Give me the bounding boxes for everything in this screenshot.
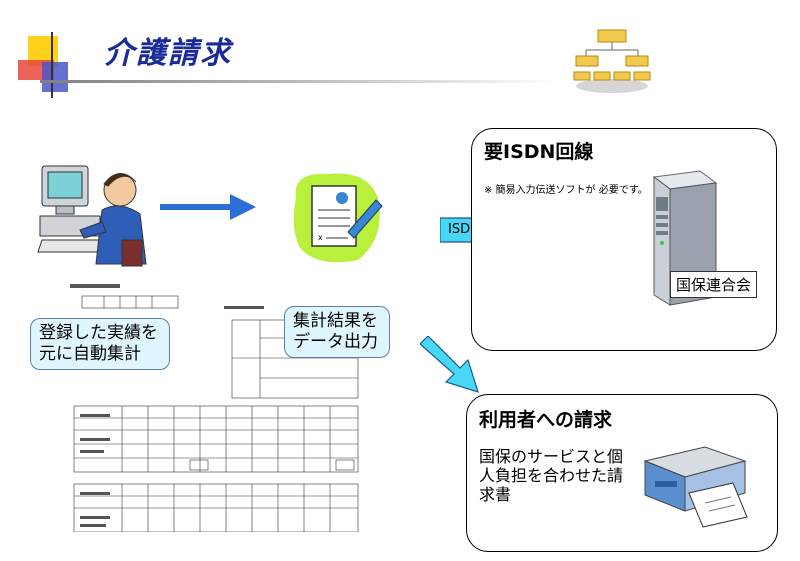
isdn-note: ※ 簡易入力伝送ソフトが 必要です。	[484, 185, 648, 196]
org-chart-icon	[573, 29, 651, 93]
billing-panel: 利用者への請求 国保のサービスと個人負担を合わせた請求書	[466, 394, 778, 552]
auto-aggregate-callout: 登録した実績を元に自動集計	[30, 318, 170, 370]
down-right-arrow-icon	[420, 336, 479, 393]
isdn-panel-title: 要ISDN回線	[484, 141, 594, 163]
svg-text:x: x	[318, 233, 323, 242]
invoice-form	[70, 284, 359, 532]
server-label: 国保連合会	[670, 271, 758, 298]
person-computer-icon	[37, 165, 147, 267]
printer-icon	[643, 446, 748, 528]
billing-text: 国保のサービスと個人負担を合わせた請求書	[479, 447, 624, 504]
title-divider	[40, 80, 560, 83]
document-pen-icon: x	[293, 173, 383, 263]
page-title: 介護請求	[104, 36, 232, 71]
right-arrow-icon	[160, 194, 256, 220]
corner-decoration	[18, 32, 78, 102]
billing-panel-title: 利用者への請求	[479, 409, 613, 431]
data-output-callout: 集計結果をデータ出力	[284, 306, 390, 358]
isdn-panel: 要ISDN回線 ※ 簡易入力伝送ソフトが 必要です。 国保連合会	[471, 128, 777, 351]
